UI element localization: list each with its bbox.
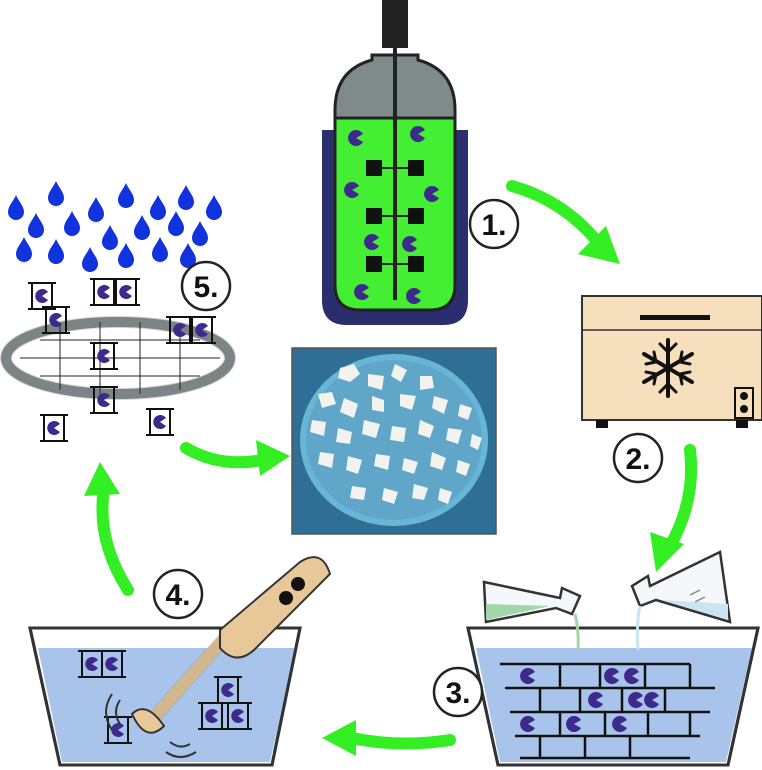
beaker-icon: [630, 550, 732, 651]
freezer-icon: [581, 295, 762, 428]
arrow-heads: [84, 226, 684, 756]
arrow-1-to-2: [506, 180, 602, 246]
wash-basin: [466, 626, 760, 767]
step-label-1: 1.: [468, 198, 520, 250]
cycle-arrows: [96, 180, 698, 750]
arrow-4-to-5: [96, 482, 134, 596]
rinse-station: [0, 181, 236, 442]
step-label-2: 2.: [612, 432, 664, 484]
petri-dish-icon: [291, 347, 497, 535]
svg-text:4.: 4.: [165, 579, 190, 612]
arrow-3-to-4: [346, 732, 456, 750]
step-label-4: 4.: [152, 568, 204, 620]
step-label-3: 3.: [432, 666, 484, 718]
svg-text:3.: 3.: [445, 677, 470, 710]
beaker-icon: [482, 580, 582, 651]
droplet-icon: [8, 181, 222, 272]
snowflake-icon: [642, 338, 694, 398]
blender-icon: [105, 556, 332, 758]
arrow-5-to-dish: [180, 442, 268, 469]
arrow-2-to-3: [664, 444, 698, 552]
step-label-5: 5.: [180, 260, 232, 312]
svg-text:5.: 5.: [193, 271, 218, 304]
svg-text:2.: 2.: [625, 443, 650, 476]
bioreactor: [322, 0, 468, 325]
svg-text:1.: 1.: [481, 209, 506, 242]
